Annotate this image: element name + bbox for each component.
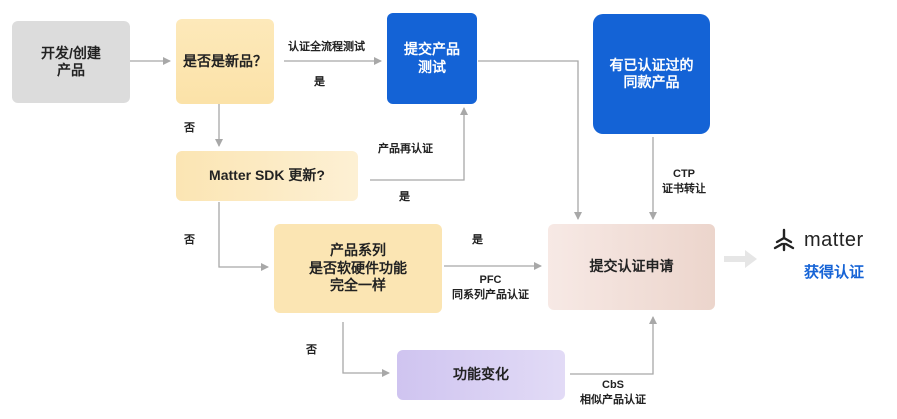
arrow-family-to-func bbox=[342, 322, 390, 377]
node-certified-same-product: 有已认证过的 同款产品 bbox=[593, 14, 710, 134]
label-certified: 获得认证 bbox=[804, 264, 865, 281]
label-full-flow-test: 认证全流程测试 bbox=[288, 41, 365, 53]
arrow-sdk-to-submit bbox=[370, 107, 468, 181]
node-function-change: 功能变化 bbox=[397, 350, 565, 400]
matter-logo: matter bbox=[772, 228, 864, 252]
node-sdk-update: Matter SDK 更新? bbox=[176, 151, 358, 201]
label-yes-new: 是 bbox=[314, 76, 325, 88]
label-no-new: 否 bbox=[184, 122, 195, 134]
node-submit-application: 提交认证申请 bbox=[548, 224, 715, 310]
label-ctp-transfer: CTP 证书转让 bbox=[662, 168, 706, 195]
label-no-sdk: 否 bbox=[184, 234, 195, 246]
arrow-submit-to-apply bbox=[478, 60, 582, 220]
label-pfc: PFC 同系列产品认证 bbox=[452, 274, 529, 301]
label-recertification: 产品再认证 bbox=[378, 143, 433, 155]
label-cbs: CbS 相似产品认证 bbox=[580, 379, 646, 406]
node-same-product-family: 产品系列 是否软硬件功能 完全一样 bbox=[274, 224, 442, 313]
arrow-apply-to-result bbox=[724, 250, 757, 268]
label-no-family: 否 bbox=[306, 344, 317, 356]
label-yes-sdk: 是 bbox=[399, 191, 410, 203]
node-is-new-product: 是否是新品？ bbox=[176, 19, 274, 104]
node-develop-product: 开发/创建 产品 bbox=[12, 21, 130, 103]
arrow-func-to-apply bbox=[570, 316, 657, 375]
matter-logo-wordmark: matter bbox=[804, 228, 864, 251]
matter-logo-icon bbox=[773, 228, 795, 252]
arrow-sdk-to-family bbox=[218, 202, 269, 271]
label-yes-family: 是 bbox=[472, 234, 483, 246]
node-submit-test: 提交产品 测试 bbox=[387, 13, 477, 104]
